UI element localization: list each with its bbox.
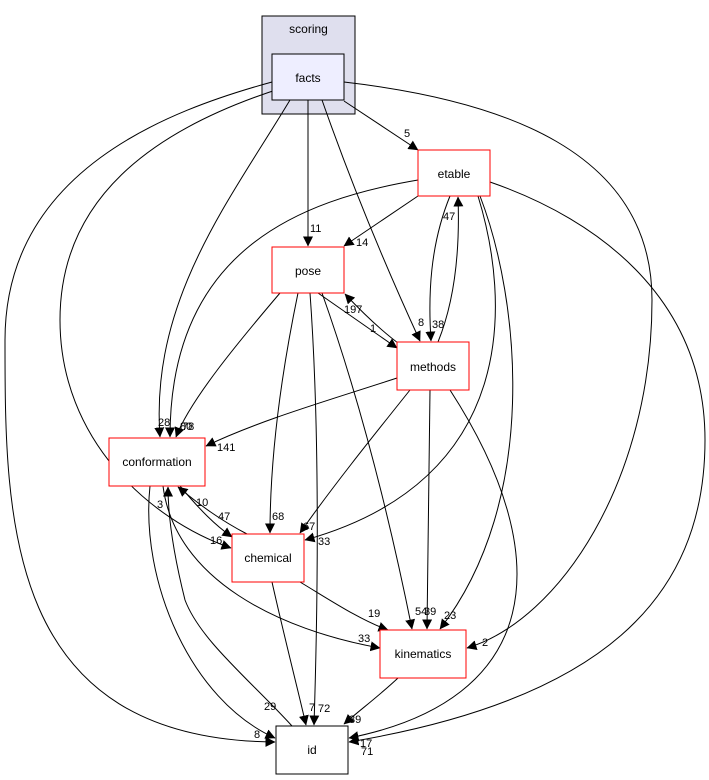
edge-methods-etable [437,196,464,343]
edge-facts-id [4,81,276,747]
edge-conformation-id [148,485,276,739]
edge-conformation-kinematics [162,485,381,652]
edge-label-facts-methods: 8 [418,317,424,329]
edge-label-facts-pose: 11 [310,223,321,235]
edge-label-pose-chemical: 68 [272,511,284,523]
edge-label-facts-id: 8 [254,729,260,741]
edge-facts-conformation [154,99,291,438]
edge-label-etable-kinematics: 23 [444,610,456,622]
edge-label-chemical-id: 7 [309,702,315,714]
edge-methods-kinematics [422,389,433,630]
node-facts[interactable]: facts [271,53,345,101]
edge-etable-chemical [304,195,496,543]
edge-pose-chemical [265,292,299,534]
node-etable[interactable]: etable [417,149,491,197]
edge-label-methods-etable: 47 [443,211,455,223]
node-label-kinematics: kinematics [395,647,452,661]
edge-label-etable-pose: 14 [356,237,368,249]
node-pose[interactable]: pose [271,246,345,294]
edge-facts-methods [321,99,421,342]
edge-chemical-conformation [177,486,248,535]
edge-label-facts-etable: 5 [404,128,410,140]
edge-pose-id [309,292,320,726]
edge-label-pose-kinematics: 54 [415,606,427,618]
node-conformation[interactable]: conformation [108,437,206,487]
node-label-conformation: conformation [122,455,191,469]
edge-label-etable-methods: 38 [432,319,444,331]
edge-label-etable-id: 17 [360,738,372,750]
edge-etable-pose [343,195,419,247]
edge-label-conformation-id: 29 [264,701,276,713]
edge-label-methods-id: 71 [361,746,373,758]
edge-methods-id [348,389,518,742]
edge-etable-methods [425,195,451,342]
node-label-chemical: chemical [244,551,291,565]
edge-etable-kinematics [439,195,514,630]
edge-chemical-kinematics [299,581,389,632]
edge-label-kinematics-id: 39 [349,714,361,726]
edge-methods-conformation [205,377,398,447]
node-methods[interactable]: methods [396,341,470,391]
edge-label-chemical-kinematics: 19 [368,608,380,620]
node-label-methods: methods [410,360,456,374]
edges: 5118281628143880332317178685472471971416… [4,81,706,758]
edge-label-pose-id: 72 [318,703,330,715]
edge-chemical-id [271,581,309,726]
edge-methods-chemical [299,389,411,534]
edge-label-facts-chemical: 16 [210,535,222,547]
node-label-id: id [307,743,316,757]
edge-label-id-conformation: 3 [157,499,163,511]
node-label-etable: etable [438,167,471,181]
edge-label-methods-conformation: 141 [217,442,235,454]
edge-facts-kinematics [343,81,653,651]
edge-pose-conformation [174,292,281,438]
edge-label-pose-methods: 1 [370,323,376,335]
edge-label-pose-conformation: 78 [182,421,194,433]
cluster-label: scoring [289,22,328,36]
edge-methods-pose [344,293,403,347]
node-kinematics[interactable]: kinematics [379,629,467,679]
edge-id-conformation [163,486,293,727]
edge-facts-chemical [59,87,283,550]
edge-label-facts-kinematics: 2 [482,637,488,649]
edge-label-methods-pose: 197 [344,304,362,316]
edge-label-methods-kinematics: 39 [424,606,436,618]
node-id[interactable]: id [275,725,349,775]
edge-facts-etable [343,100,419,151]
edge-etable-id [348,181,706,746]
edge-label-chemical-conformation: 10 [196,497,208,509]
edge-pose-methods [317,292,398,349]
edge-label-methods-chemical: 67 [303,521,315,533]
edge-pose-kinematics [321,292,416,630]
edge-kinematics-id [343,677,399,725]
node-chemical[interactable]: chemical [231,533,305,583]
edge-label-etable-chemical: 33 [318,536,330,548]
node-label-pose: pose [295,264,321,278]
edge-label-facts-conformation: 28 [158,417,170,429]
edge-label-conformation-kinematics: 33 [358,633,370,645]
edge-label-conformation-chemical: 47 [218,511,230,523]
node-label-facts: facts [295,71,320,85]
edge-etable-conformation [165,179,419,438]
